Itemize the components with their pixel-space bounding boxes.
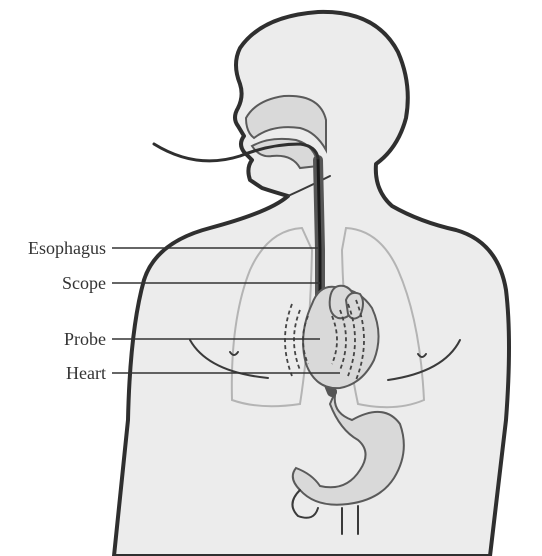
label-probe: Probe xyxy=(64,329,106,349)
label-scope: Scope xyxy=(62,273,106,293)
label-heart: Heart xyxy=(66,363,106,383)
label-esophagus: Esophagus xyxy=(28,238,106,258)
